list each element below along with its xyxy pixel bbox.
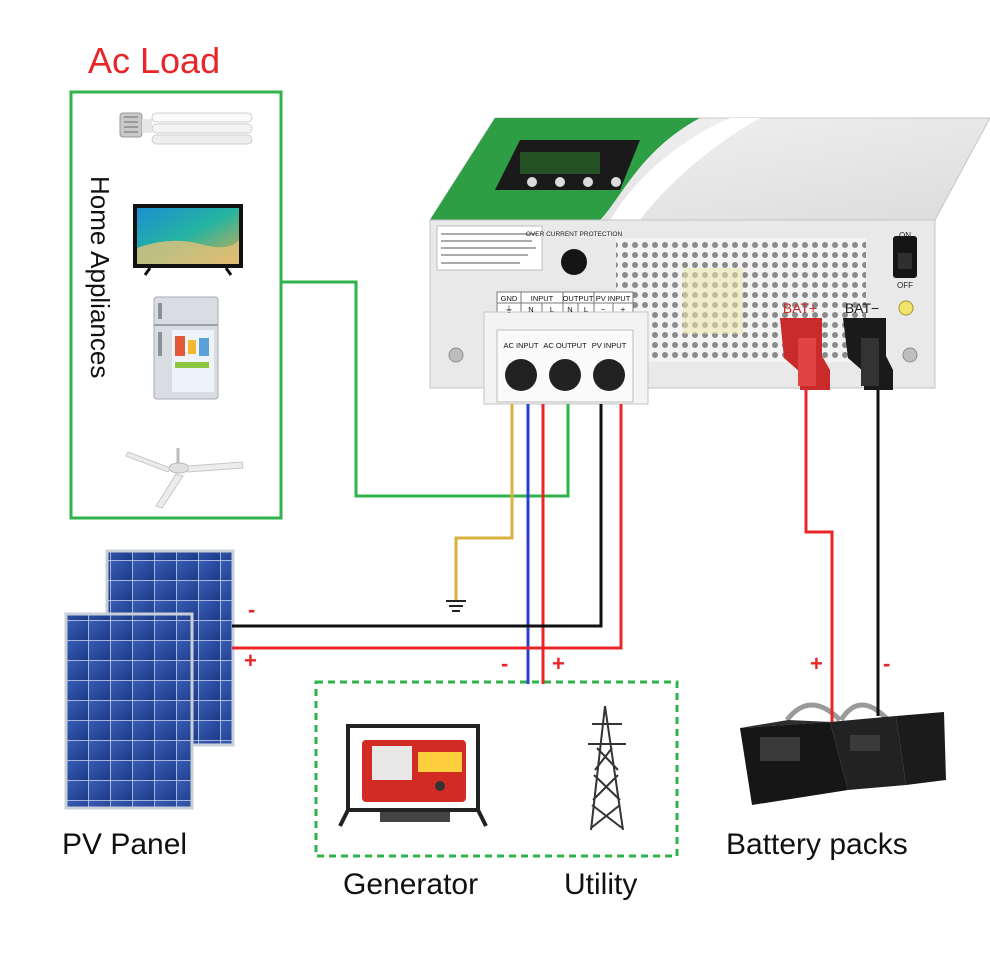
terminal-header-output: OUTPUT bbox=[563, 294, 594, 303]
port-label-pv-input: PV INPUT bbox=[592, 341, 627, 350]
terminal-header-gnd: GND bbox=[501, 294, 518, 303]
port-label-ac-input: AC INPUT bbox=[503, 341, 538, 350]
inverter bbox=[429, 117, 990, 405]
switch-on-label: ON bbox=[899, 231, 911, 240]
bat-minus-sign: - bbox=[883, 651, 891, 676]
ac-load-frame bbox=[69, 90, 283, 520]
ceiling-fan-icon bbox=[125, 448, 244, 509]
home-appliances-wrap: Home Appliances bbox=[81, 176, 115, 436]
bat-plus-label: BAT+ bbox=[783, 300, 817, 316]
generator-label: Generator bbox=[343, 868, 479, 901]
generator-icon bbox=[338, 724, 488, 827]
terminal-sub-out-l: L bbox=[584, 305, 588, 314]
port-label-ac-output: AC OUTPUT bbox=[543, 341, 587, 350]
wire-pv-negative bbox=[232, 404, 603, 628]
gen-plus-sign: + bbox=[552, 651, 565, 676]
terminal-sub-pv-plus: + bbox=[621, 305, 626, 314]
terminal-sub-in-n: N bbox=[528, 305, 533, 314]
wire-pv-positive bbox=[232, 404, 623, 650]
tv-icon bbox=[133, 204, 243, 276]
terminal-header-input: INPUT bbox=[531, 294, 554, 303]
terminal-sub-pv-minus: − bbox=[601, 305, 606, 314]
pv-panel-icon bbox=[64, 549, 235, 810]
fridge-icon bbox=[153, 296, 219, 400]
terminal-sub-out-n: N bbox=[567, 305, 572, 314]
over-current-label: OVER CURRENT PROTECTION bbox=[526, 231, 623, 238]
ground-icon bbox=[446, 600, 466, 612]
ac-load-title: Ac Load bbox=[88, 40, 221, 81]
battery-packs-label: Battery packs bbox=[726, 828, 908, 861]
utility-label: Utility bbox=[564, 868, 638, 901]
gen-minus-sign: - bbox=[501, 651, 509, 676]
battery-packs-icon bbox=[740, 702, 946, 805]
terminal-sub-gnd: ⏚ bbox=[505, 305, 513, 314]
pv-minus-sign: - bbox=[248, 597, 256, 622]
terminal-sub-in-l: L bbox=[550, 305, 554, 314]
bulb-icon bbox=[119, 112, 253, 145]
switch-off-label: OFF bbox=[897, 281, 913, 290]
wiring bbox=[232, 280, 880, 722]
wire-ground bbox=[454, 404, 514, 600]
terminal-header-pv-input: PV INPUT bbox=[596, 294, 631, 303]
source-frame bbox=[314, 680, 679, 858]
pv-panel-label: PV Panel bbox=[62, 828, 188, 861]
bat-minus-label: BAT− bbox=[845, 300, 879, 316]
utility-tower-icon bbox=[588, 705, 626, 831]
home-appliances-label: Home Appliances bbox=[85, 176, 115, 379]
wire-bat-positive bbox=[804, 390, 834, 722]
bat-plus-sign: + bbox=[810, 651, 823, 676]
wire-ac-load bbox=[281, 280, 570, 498]
pv-plus-sign: + bbox=[244, 648, 257, 673]
